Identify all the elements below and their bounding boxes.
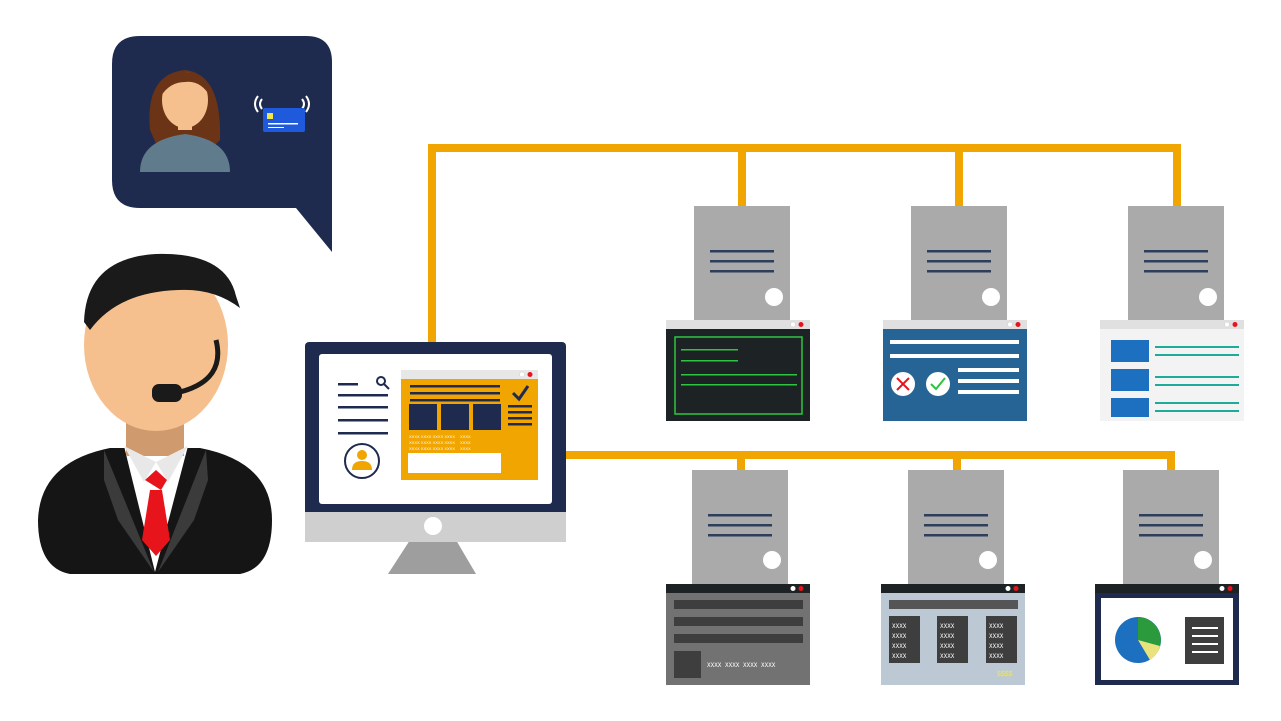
server-tower-6 [1123, 470, 1219, 588]
grid-cell: XXXX [989, 623, 1004, 630]
grid-cell: XXXX [989, 653, 1004, 660]
network-lines [428, 144, 1181, 472]
headset-agent-icon [38, 253, 272, 574]
grid-cell: XXXX [940, 643, 955, 650]
server-tower-1 [694, 206, 790, 324]
customer-avatar-icon [140, 70, 230, 172]
form-text-4: XXXX [460, 440, 471, 445]
monitor-power-button [424, 517, 442, 535]
server-tower-3 [1128, 206, 1224, 324]
grid-cell: XXXX [892, 623, 907, 630]
grid-cell: XXXX [892, 653, 907, 660]
report-window [1095, 584, 1239, 685]
grid-cell: XXXX [940, 653, 955, 660]
server-tower-4 [692, 470, 788, 588]
form-text-5: XXXX XXXX XXXX XXXX [409, 446, 455, 451]
approval-window [883, 320, 1027, 421]
card-number-text: XXXX XXXX XXXX XXXX [707, 662, 776, 669]
form-text-2: XXXX [460, 434, 471, 439]
check-circle-icon [926, 372, 950, 396]
payment-grid-window: XXXX XXXX XXXX XXXX XXXX XXXX XXXX XXXX … [881, 584, 1025, 685]
contactless-card-icon [254, 95, 310, 132]
pie-chart-icon [1115, 617, 1161, 663]
form-text-3: XXXX XXXX XXXX XXXX [409, 440, 455, 445]
checkmark-icon [511, 385, 530, 402]
search-icon [376, 376, 390, 390]
monitor: XXXX XXXX XXXX XXXX XXXX XXXX XXXX XXXX … [305, 342, 566, 574]
grid-cell: XXXX [892, 643, 907, 650]
form-input-box [408, 453, 501, 473]
upper-network-line [428, 144, 1181, 345]
cross-icon [891, 372, 915, 396]
grid-cell: XXXX [940, 623, 955, 630]
form-text-1: XXXX XXXX XXXX XXXX [409, 434, 455, 439]
form-text-6: XXXX [460, 446, 471, 451]
grid-cell: XXXX [989, 643, 1004, 650]
terminal-window [666, 320, 810, 421]
server-tower-2 [911, 206, 1007, 324]
amount-text: $$$$ [997, 671, 1013, 678]
grid-cell: XXXX [940, 633, 955, 640]
user-icon [344, 443, 380, 479]
grid-cell: XXXX [989, 633, 1004, 640]
card-details-window: XXXX XXXX XXXX XXXX [666, 584, 810, 685]
list-window [1100, 320, 1244, 421]
speech-bubble [112, 36, 332, 252]
server-tower-5 [908, 470, 1004, 588]
grid-cell: XXXX [892, 633, 907, 640]
lower-network-line [566, 451, 1175, 472]
